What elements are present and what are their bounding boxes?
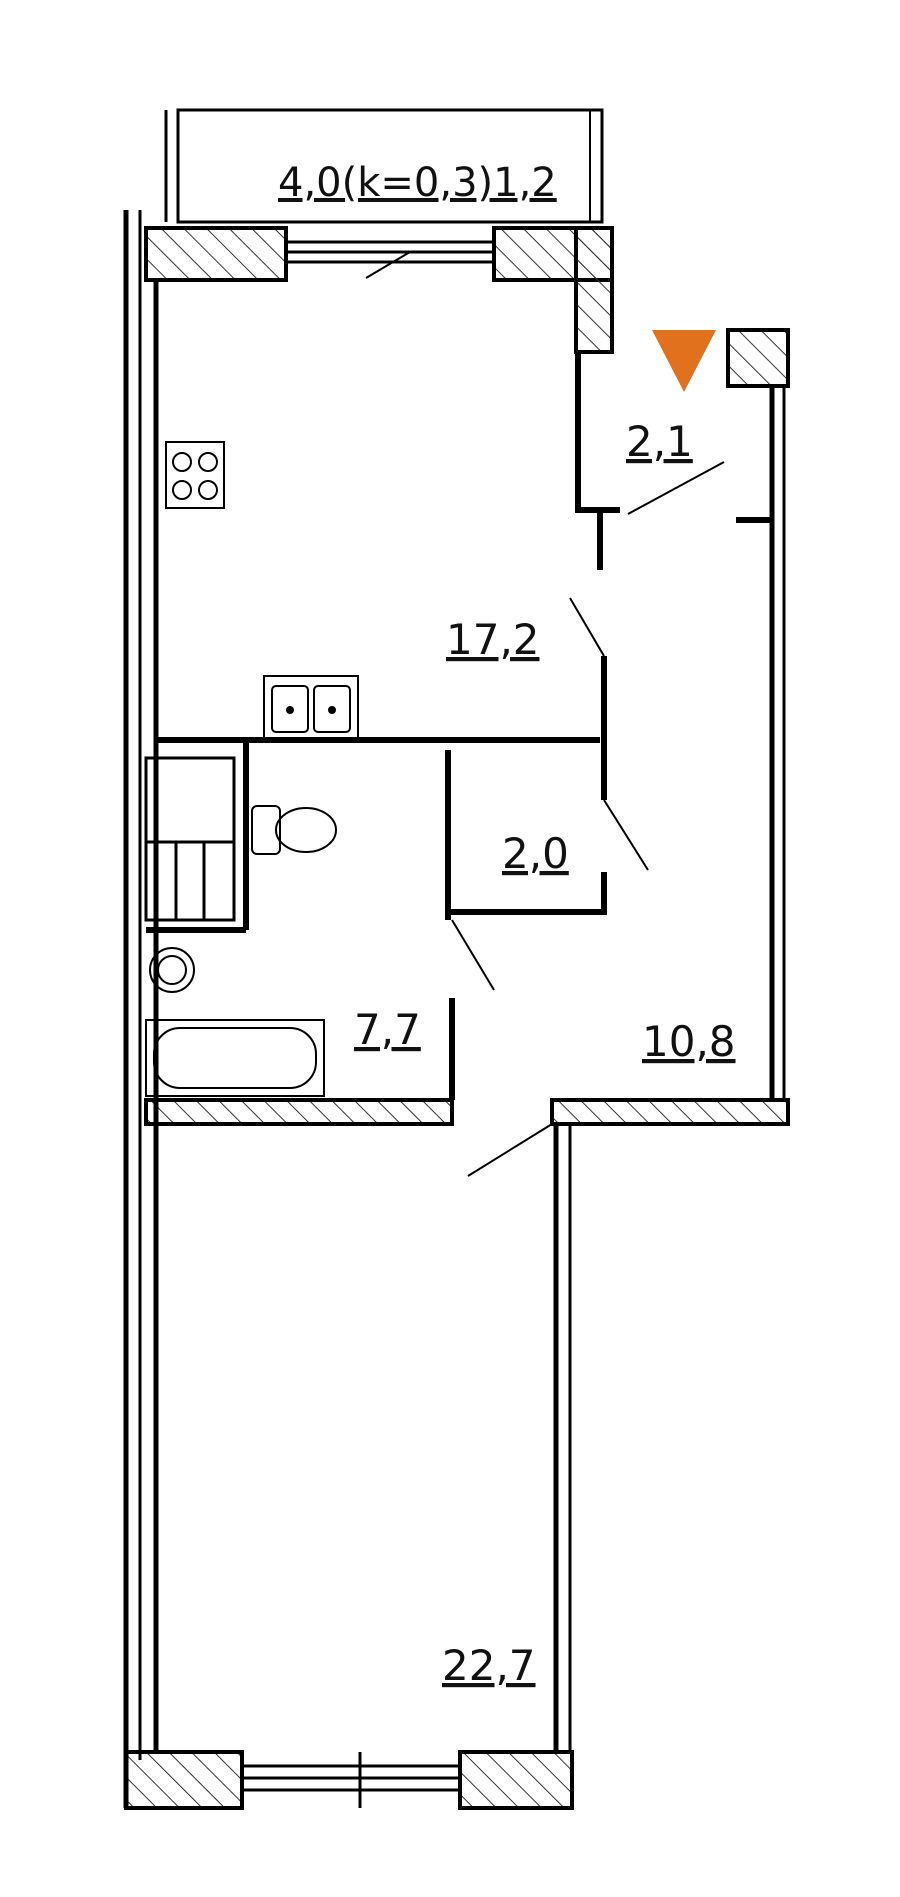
bathtub-icon xyxy=(145,1019,325,1097)
door-swings xyxy=(365,251,725,1177)
washer-icon xyxy=(144,756,236,922)
hallway-area-label: 10,8 xyxy=(642,1017,736,1066)
balcony xyxy=(164,108,604,224)
closet-area-label: 2,0 xyxy=(502,829,569,878)
living-room-area-label: 22,7 xyxy=(442,1641,536,1690)
washbasin-icon xyxy=(149,947,195,993)
bathroom-area-label: 7,7 xyxy=(354,1005,421,1054)
interior-walls xyxy=(146,352,772,1100)
right-wall xyxy=(553,386,786,1752)
stove-icon xyxy=(165,441,225,509)
left-wall xyxy=(123,210,159,1808)
vestibule-area-label: 2,1 xyxy=(626,417,693,466)
kitchen-sink-icon xyxy=(263,675,359,739)
windows xyxy=(242,240,494,1808)
toilet-icon xyxy=(251,805,337,855)
kitchen-area-label: 17,2 xyxy=(446,615,540,664)
entrance-marker-icon xyxy=(652,330,716,392)
exterior-walls xyxy=(124,226,790,1810)
balcony-area-label: 4,0(k=0,3)1,2 xyxy=(278,160,557,206)
